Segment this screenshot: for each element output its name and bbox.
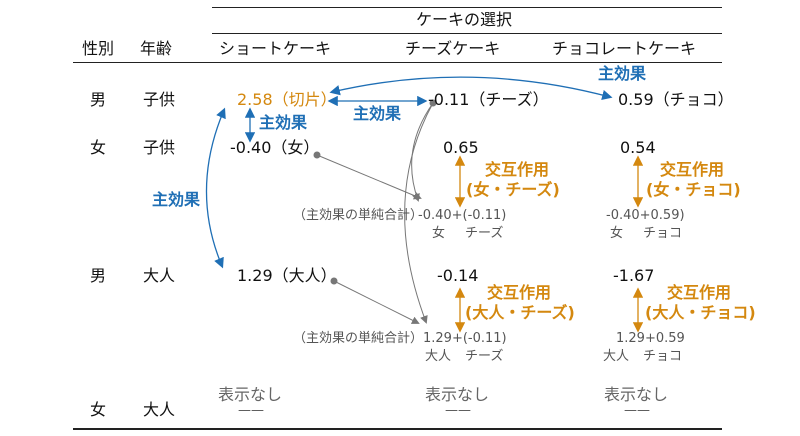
interaction-label: 交互作用 bbox=[485, 160, 550, 179]
sum-term: 女 bbox=[432, 226, 446, 241]
interaction-label: 交互作用 bbox=[660, 160, 725, 179]
rule bbox=[212, 7, 722, 8]
interaction-label: 交互作用 bbox=[487, 283, 552, 302]
sum: 1.29+0.59 bbox=[616, 331, 685, 346]
dash: —— bbox=[624, 403, 650, 418]
female-choco: 0.54 bbox=[620, 138, 656, 157]
main-effect-adult-arrow bbox=[205, 107, 226, 269]
sum: -0.40+(-0.11) bbox=[418, 208, 507, 223]
sum-term: 女 bbox=[610, 226, 624, 241]
group-header: ケーキの選択 bbox=[416, 10, 513, 29]
sum: 1.29+(-0.11) bbox=[423, 331, 507, 346]
main-effect-choco-arrow bbox=[329, 76, 613, 101]
row-age: 子供 bbox=[143, 138, 176, 157]
main-effect-label: 主効果 bbox=[259, 113, 308, 132]
row-sex: 男 bbox=[90, 90, 107, 109]
interaction-pair: (女・チーズ) bbox=[466, 180, 560, 199]
female-main: -0.40（女） bbox=[230, 138, 320, 157]
sum-term: チーズ bbox=[465, 226, 504, 241]
main-effect-label: 主効果 bbox=[353, 104, 402, 123]
row-sex: 女 bbox=[90, 400, 107, 419]
sum: -0.40+0.59) bbox=[606, 208, 685, 223]
interaction-label: 交互作用 bbox=[667, 283, 732, 302]
simple-sum-label: （主効果の単純合計） bbox=[293, 208, 424, 223]
rule bbox=[73, 428, 722, 430]
simple-sum-label: （主効果の単純合計） bbox=[293, 331, 424, 346]
row-sex: 男 bbox=[90, 266, 107, 285]
interaction-pair: (女・チョコ) bbox=[646, 180, 741, 199]
main-effect-label: 主効果 bbox=[152, 190, 201, 209]
sum-term: チーズ bbox=[465, 349, 504, 364]
rule bbox=[73, 62, 722, 63]
intercept: 2.58（切片） bbox=[237, 90, 337, 109]
not-shown: 表示なし bbox=[604, 385, 669, 404]
col-choco: チョコレートケーキ bbox=[552, 39, 697, 58]
col-short: ショートケーキ bbox=[219, 39, 332, 58]
rule bbox=[212, 33, 722, 34]
row-age: 大人 bbox=[143, 266, 176, 285]
adult-main: 1.29（大人） bbox=[237, 266, 337, 285]
not-shown: 表示なし bbox=[218, 385, 283, 404]
adult-cheese: -0.14 bbox=[437, 266, 479, 285]
interaction-pair: (大人・チーズ) bbox=[465, 303, 575, 322]
cheese-main: -0.11（チーズ） bbox=[428, 90, 549, 109]
col-sex: 性別 bbox=[82, 39, 115, 58]
interaction-pair: (大人・チョコ) bbox=[645, 303, 756, 322]
sum-term: 大人 bbox=[603, 349, 630, 364]
not-shown: 表示なし bbox=[425, 385, 490, 404]
dash: —— bbox=[445, 403, 471, 418]
col-age: 年齢 bbox=[140, 39, 173, 58]
col-cheese: チーズケーキ bbox=[405, 39, 501, 58]
sum-term: 大人 bbox=[425, 349, 452, 364]
female-cheese: 0.65 bbox=[443, 138, 479, 157]
adult-choco: -1.67 bbox=[613, 266, 655, 285]
row-age: 大人 bbox=[143, 400, 176, 419]
dash: —— bbox=[238, 403, 264, 418]
choco-main: 0.59（チョコ） bbox=[618, 90, 734, 109]
row-sex: 女 bbox=[90, 138, 107, 157]
sum-term: チョコ bbox=[643, 349, 683, 364]
sum-term: チョコ bbox=[643, 226, 683, 241]
row-age: 子供 bbox=[143, 90, 176, 109]
main-effect-label: 主効果 bbox=[598, 64, 647, 83]
